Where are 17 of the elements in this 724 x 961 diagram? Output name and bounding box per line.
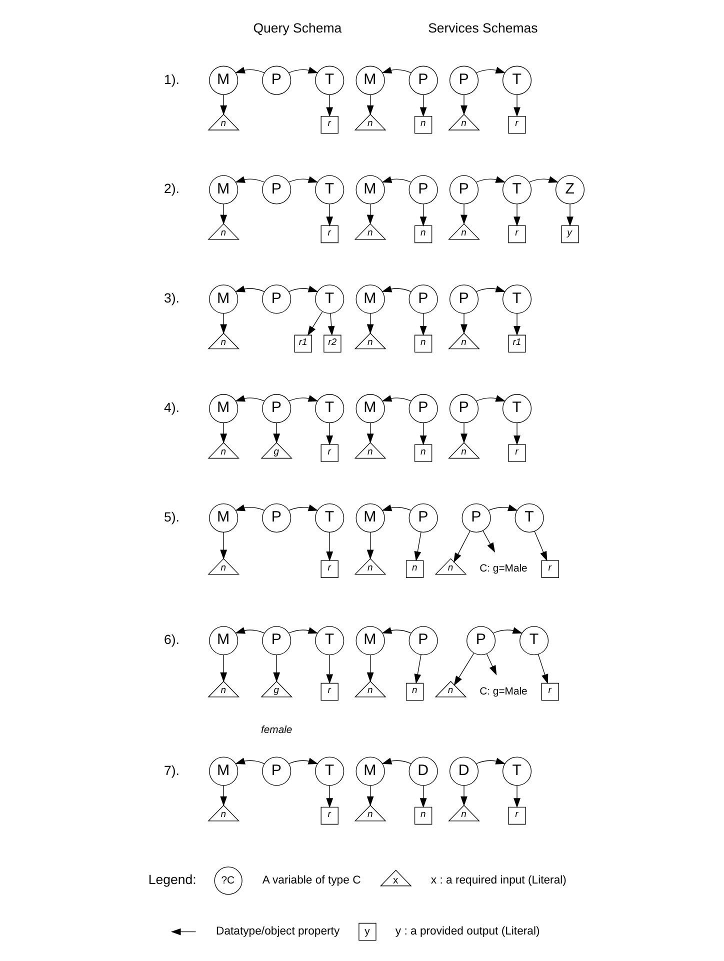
- node-text: C: g=Male: [479, 686, 527, 698]
- legend-label: y : a provided output (Literal): [394, 926, 540, 938]
- label: 1).: [163, 72, 179, 87]
- label: 3).: [163, 290, 179, 306]
- label: 4).: [163, 400, 179, 416]
- label: 6).: [163, 632, 179, 648]
- legend-label: A variable of type C: [262, 874, 360, 887]
- legend-label: x : a required input (Literal): [430, 874, 566, 887]
- label: 2).: [163, 181, 179, 196]
- node-label: female: [260, 725, 292, 736]
- node-text: C: g=Male: [479, 564, 527, 575]
- label: Legend:: [148, 872, 196, 888]
- label: 7).: [163, 762, 179, 778]
- label: Services Schemas: [428, 20, 538, 36]
- label: Query Schema: [252, 20, 342, 36]
- label: 5).: [163, 509, 179, 524]
- legend-label: Datatype/object property: [216, 926, 340, 938]
